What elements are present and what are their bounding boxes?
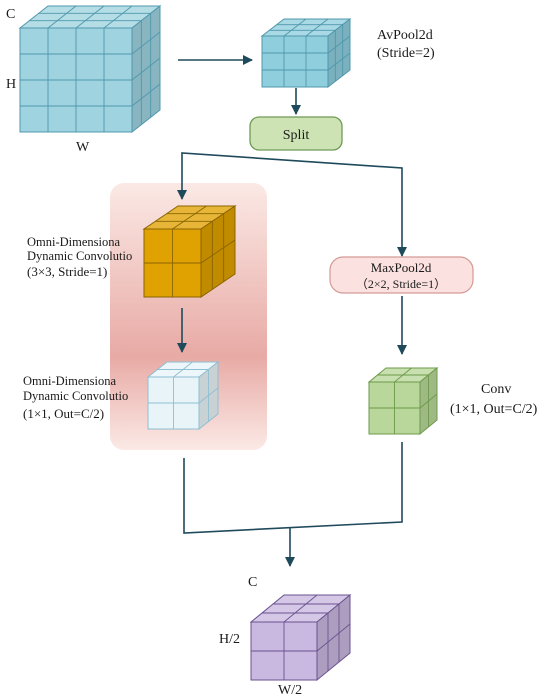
- maxpool-params: （2×2, Stride=1）: [356, 277, 446, 291]
- cube-grid-line: [75, 5, 105, 29]
- maxpool-title: MaxPool2d: [371, 260, 432, 275]
- output-label-h: H/2: [219, 632, 240, 647]
- maxpool-box: [329, 256, 474, 294]
- cube-grid-line: [419, 393, 438, 409]
- cube-grid-line: [47, 5, 77, 29]
- cube-grid-line: [200, 239, 236, 264]
- line-split-branches: [181, 152, 407, 257]
- omni1-line1: Omni-Dimensiona: [27, 235, 120, 249]
- omni-conv-1x1-cube: [146, 360, 220, 431]
- conv-params: (1×1, Out=C/2): [450, 402, 538, 417]
- input-label-w: W: [76, 140, 90, 155]
- output-label-c: C: [248, 575, 257, 590]
- input-label-h: H: [6, 77, 16, 92]
- cube-grid-line: [103, 5, 133, 29]
- omni2-line1: Omni-Dimensiona: [23, 374, 116, 388]
- cube-grid-line: [172, 205, 207, 230]
- avgpool-title: AvPool2d: [377, 28, 433, 43]
- omni2-line2: Dynamic Convolutio: [23, 389, 128, 403]
- cube-front-face: [261, 35, 329, 88]
- cube-grid-line: [283, 594, 318, 623]
- cube-grid-line: [316, 623, 351, 652]
- line-merge: [183, 442, 403, 534]
- output-tensor-cube: [249, 593, 352, 682]
- cube-grid-line: [131, 31, 161, 55]
- omni1-line2: Dynamic Convolutio: [27, 249, 132, 263]
- split-label: Split: [283, 128, 310, 143]
- omni1-line3: (3×3, Stride=1): [27, 264, 107, 279]
- connectors: [177, 55, 407, 567]
- cube-grid-line: [131, 57, 161, 81]
- cube-grid-line: [131, 83, 161, 107]
- omni-conv-3x3-cube: [142, 205, 237, 298]
- input-tensor-cube: [18, 4, 162, 134]
- cube-grid-line: [198, 387, 219, 404]
- omni2-line3: (1×1, Out=C/2): [23, 406, 104, 421]
- cube-grid-line: [283, 18, 307, 37]
- conv-output-cube: [367, 366, 439, 436]
- conv-title: Conv: [481, 382, 511, 397]
- cube-grid-line: [327, 35, 351, 54]
- input-label-c: C: [6, 7, 15, 22]
- output-label-w: W/2: [278, 683, 302, 698]
- cube-grid-line: [305, 18, 329, 37]
- avgpool-params: (Stride=2): [377, 46, 435, 61]
- split-box: [249, 116, 343, 151]
- avgpool-output-cube: [260, 17, 352, 89]
- cube-grid-line: [327, 52, 351, 71]
